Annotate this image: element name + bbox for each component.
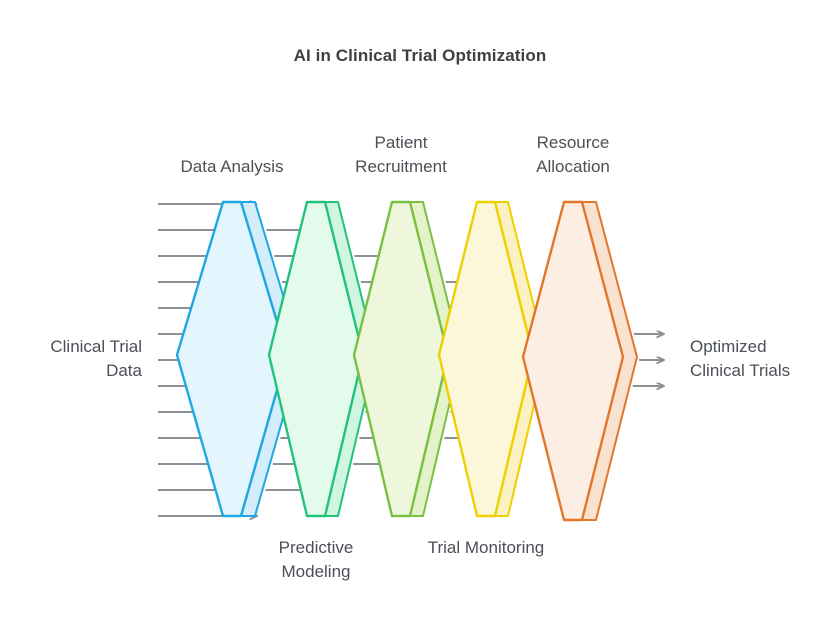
input-label: Clinical Trial Data <box>50 337 142 380</box>
stage-front-face-2 <box>267 200 365 518</box>
stage-front-face-4 <box>437 200 535 518</box>
stage-label-predictive-modeling: Predictive Modeling <box>278 538 354 581</box>
stage-label-patient-recruitment: Patient Recruitment <box>355 133 447 176</box>
page-title: AI in Clinical Trial Optimization <box>293 46 547 65</box>
stage-front-face-1 <box>175 200 289 518</box>
stage-front-face-5 <box>521 200 625 522</box>
stage-label-resource-allocation: Resource Allocation <box>536 133 610 176</box>
stage-label-trial-monitoring: Trial Monitoring <box>427 538 545 557</box>
output-label: Optimized Clinical Trials <box>690 337 791 380</box>
stage-shape-5 <box>521 200 638 522</box>
stage-front-face-3 <box>352 200 450 518</box>
stage-shape-layer <box>175 200 638 522</box>
stage-label-data-analysis: Data Analysis <box>180 157 284 176</box>
output-arrows <box>632 334 664 386</box>
